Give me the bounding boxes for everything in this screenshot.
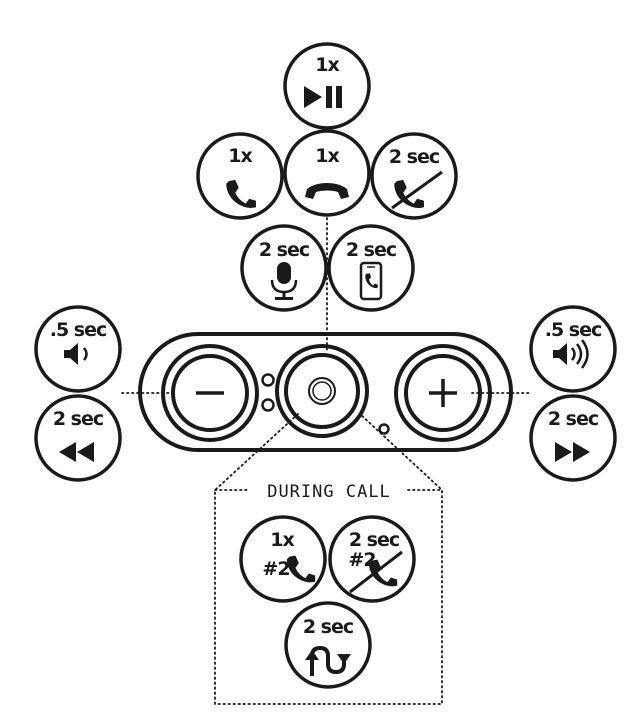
next-track-function: 2 sec	[529, 394, 617, 482]
answer-second-call-sublabel: #2	[262, 558, 289, 580]
volume-up-label: .5 sec	[545, 319, 602, 341]
volume-up-icon	[553, 339, 589, 369]
mute-mic-label: 2 sec	[259, 239, 309, 261]
status-leds	[261, 373, 390, 435]
volume-minus-button[interactable]	[161, 344, 259, 442]
device-body	[138, 332, 513, 452]
function-circles: 1x 1x 1x 2 sec	[34, 42, 617, 689]
answer-call-label: 1x	[228, 145, 252, 167]
status-led-bottom	[261, 398, 275, 412]
previous-track-function: 2 sec	[34, 394, 122, 482]
speakerphone-device	[138, 332, 513, 452]
status-led-top	[261, 373, 275, 387]
play-pause-icon	[304, 86, 342, 108]
transfer-to-phone-function: 2 sec	[327, 224, 415, 312]
swap-arrows-icon	[305, 646, 351, 676]
volume-up-function: .5 sec	[529, 305, 617, 393]
fast-forward-icon	[555, 442, 590, 462]
microphone-icon	[270, 262, 298, 300]
volume-plus-button[interactable]	[394, 344, 492, 442]
swap-calls-label: 2 sec	[303, 616, 353, 638]
phone-hangup-icon	[305, 183, 349, 199]
volume-down-function: .5 sec	[34, 305, 122, 393]
reject-second-call-function: 2 sec #2	[328, 515, 416, 603]
phone-reject-icon	[391, 170, 443, 212]
next-track-label: 2 sec	[548, 408, 598, 430]
plus-icon	[429, 379, 457, 407]
end-call-label: 1x	[315, 145, 339, 167]
reject-second-call-label: 2 sec	[349, 529, 399, 551]
during-call-title: DURING CALL	[267, 482, 391, 502]
transfer-to-phone-label: 2 sec	[346, 239, 396, 261]
reject-call-label: 2 sec	[389, 146, 439, 168]
phone-reject-icon	[349, 550, 403, 594]
volume-down-label: .5 sec	[50, 319, 107, 341]
answer-second-call-label: 1x	[270, 529, 294, 551]
reject-call-function: 2 sec	[370, 132, 458, 220]
multifunction-button[interactable]	[275, 344, 369, 438]
rewind-icon	[59, 442, 94, 462]
mute-mic-function: 2 sec	[240, 224, 328, 312]
smartphone-icon	[359, 261, 383, 301]
previous-track-label: 2 sec	[53, 408, 103, 430]
status-led-right	[378, 423, 390, 435]
during-call-box-outline	[214, 413, 443, 705]
answer-second-call-function: 1x #2	[239, 515, 327, 603]
play-pause-function: 1x	[283, 42, 371, 130]
volume-down-icon	[64, 343, 88, 365]
swap-calls-function: 2 sec	[284, 601, 372, 689]
answer-call-function: 1x	[196, 132, 284, 220]
end-call-function: 1x	[283, 129, 371, 217]
play-pause-label: 1x	[315, 54, 339, 76]
